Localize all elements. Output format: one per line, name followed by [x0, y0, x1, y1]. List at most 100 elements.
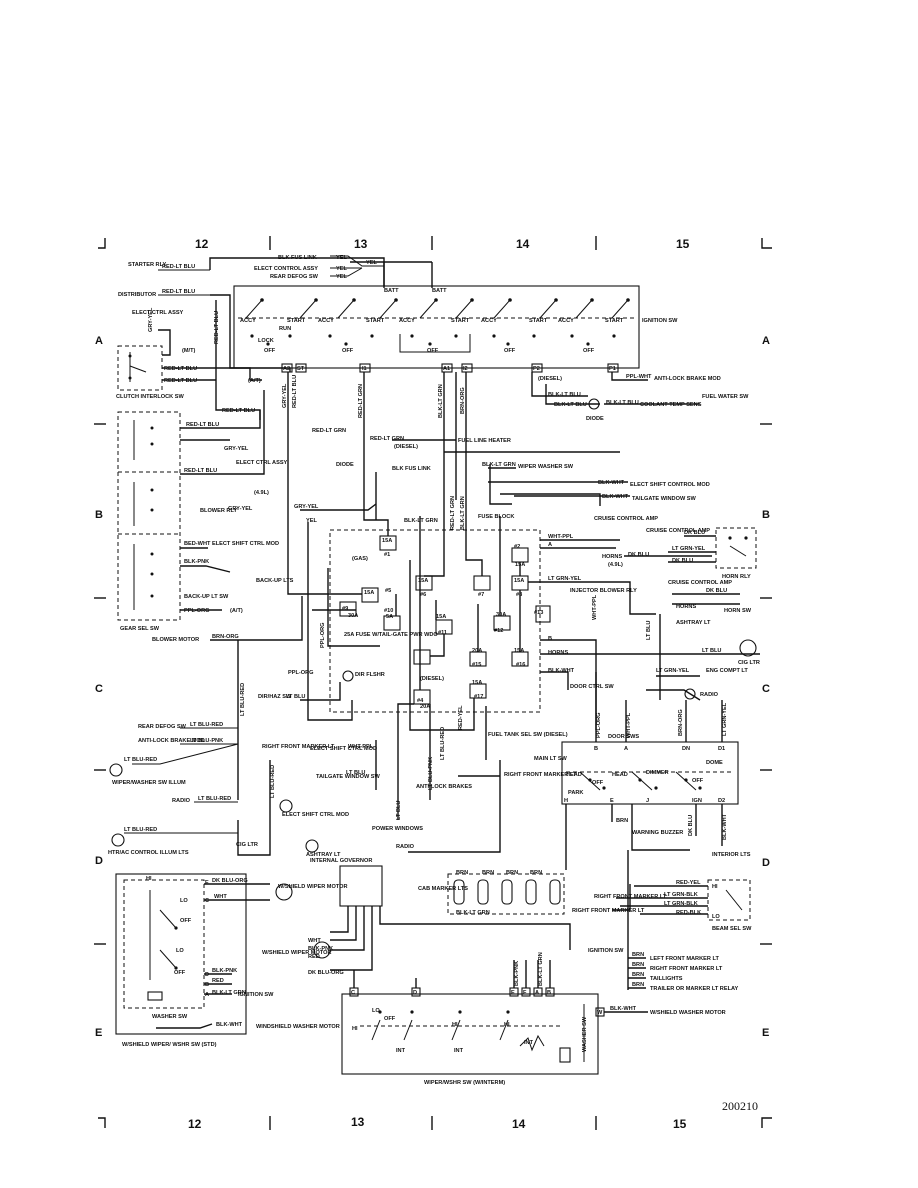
interm-wshield-washer-motor: W/SHIELD WASHER MOTOR [650, 1010, 726, 1016]
ignition-pos-accy-3: ACCY [399, 318, 415, 324]
main-lt-term-ign: IGN [692, 798, 702, 804]
std-windshield-washer-motor: WINDSHIELD WASHER MOTOR [256, 1024, 340, 1030]
ignition-term-i2: I2 [463, 366, 468, 372]
left-dest-elect-ctrl-assy-1: ELECT CTRL ASSY [132, 310, 184, 316]
horn-wire-yel-lt-blu: DK BLU [672, 558, 693, 564]
std-term-b: B [205, 982, 209, 988]
lt-blu-vertical: LT BLU [646, 621, 652, 640]
left-dest-elect-ctrl-assy-2: ELECT CTRL ASSY [236, 460, 288, 466]
main-lt-sw-label: MAIN LT SW [534, 756, 568, 762]
main-lt-pos-off-1: OFF [592, 780, 604, 786]
left-wire-brn-org: BRN-ORG [212, 634, 239, 640]
std-wire-red: RED [212, 978, 224, 984]
interm-wire-blk-wht: BLK-WHT [610, 1006, 637, 1012]
left-wire-lt-blu-red-4: LT BLU-RED [124, 827, 157, 833]
fuse-13-id: #13 [534, 610, 543, 616]
marker-wire-brn-1: BRN [632, 952, 644, 958]
ignition-pos-accy-2: ACCY [318, 318, 334, 324]
interm-pos-hi-2: HI [452, 1022, 458, 1028]
left-wire-gry-yel-3: GRY-YEL [228, 506, 253, 512]
main-lt-term-d1: D1 [718, 746, 725, 752]
interm-term-f: F [523, 990, 527, 996]
cab-wire-blk-1: BLK-LT GRN [456, 910, 490, 916]
std-term-d: D [205, 972, 209, 978]
left-dest-at-2: (A/T) [230, 608, 243, 614]
right-dest-cruise-control-amp: CRUISE CONTROL AMP [594, 516, 658, 522]
left-wire-blk-pnk: BLK-PNK [184, 559, 209, 565]
left-dest-blower-motor: BLOWER MOTOR [152, 637, 199, 643]
horn-wire-yel-lt-grn: LT GRN-YEL [672, 546, 706, 552]
left-dest-htr-ac-control: HTR/AC CONTROL ILLUM LTS [108, 850, 189, 856]
main-lt-wire-yel-lt-blu: DK BLU [688, 815, 694, 836]
grid-ticks [94, 236, 772, 1130]
cab-wire-brn-2: BRN [482, 870, 494, 876]
main-lt-term-h: H [564, 798, 568, 804]
grid-col-top-15: 15 [676, 237, 690, 251]
interm-pos-lo: LO [372, 1008, 380, 1014]
left-wire-ppl-org: PPL-ORG [184, 608, 209, 614]
main-lt-term-e: E [610, 798, 614, 804]
mid-elect-shift-4wd: ELECT SHIFT CTRL MOD [282, 812, 349, 818]
left-wire-ppl-org-2: PPL-ORG [288, 670, 313, 676]
std-ign-sw: IGNITION SW [238, 992, 274, 998]
warning-buzzer-label: WARNING BUZZER [632, 830, 683, 836]
fuse-16-rating: 15A [514, 648, 524, 654]
left-dest-at-1: (A/T) [248, 378, 261, 384]
top-feed-wires [330, 255, 384, 277]
fuse-2-id: #2 [514, 544, 520, 550]
mid-radio-yel-blk: RADIO [396, 844, 415, 850]
right-radio-label: RADIO [700, 692, 719, 698]
left-wire-lt-blu: LT BLU [286, 694, 305, 700]
interm-term-w: W [597, 1010, 603, 1016]
fuse-12-rating: 30A [496, 612, 506, 618]
fuse-block-wiring [287, 372, 760, 820]
ashtray-wire-lt-blu: LT BLU [702, 648, 721, 654]
left-wire-lt-blu-pnk: LT BLU-PNK [190, 738, 223, 744]
fuse-15-id: #15 [472, 662, 481, 668]
fuse-7-id: #7 [478, 592, 484, 598]
marker-wire-brn-4: BRN [632, 982, 644, 988]
lt-blu-red-bus [237, 640, 271, 856]
marker-dest-left-front: LEFT FRONT MARKER LT [650, 956, 719, 962]
beam-wire-lt-grn-blk-2: LT GRN-BLK [664, 901, 698, 907]
left-dest-back-up-lt-sw: BACK-UP LT SW [184, 594, 229, 600]
fuse-17-rating: 15A [472, 680, 482, 686]
fuse-4-rating: 20A [420, 704, 430, 710]
interm-term-d: D [413, 990, 417, 996]
right-wire-lt-grn-yel-2: LT GRN-YEL [656, 668, 690, 674]
top-wire-yel-2: YEL [336, 266, 347, 272]
ignition-pos-accy-4: ACCY [481, 318, 497, 324]
ignition-pos-off-3: OFF [427, 348, 439, 354]
ignition-term-a1: A1 [443, 366, 450, 372]
horn-rly-label: HORN RLY [722, 574, 751, 580]
gear-select-switch [117, 390, 265, 621]
right-wire-blk-wht-2: BLK-WHT [602, 494, 629, 500]
ign-sw-label-2: IGNITION SW [588, 948, 624, 954]
left-dest-distributor: DISTRIBUTOR [118, 292, 156, 298]
std-term-c: C [205, 898, 209, 904]
top-wire-yel-3: YEL [336, 274, 347, 280]
fuse-6-rating: 15A [418, 578, 428, 584]
beam-wire-lt-grn-blk-1: LT GRN-BLK [664, 892, 698, 898]
main-lt-pos-dome: DOME [706, 760, 723, 766]
interm-pos-hi-1: HI [352, 1026, 358, 1032]
cab-marker-lights [447, 873, 565, 915]
marker-dest-right-front: RIGHT FRONT MARKER LT [650, 966, 723, 972]
fuse-9-id: #9 [342, 606, 348, 612]
wiper-washer-illum-bulb [109, 763, 123, 777]
std-pos-off-2: OFF [174, 970, 186, 976]
mid-tailgate-window-sw: TAILGATE WINDOW SW [316, 774, 381, 780]
vwire-blk-lt-grn-2: BLK-LT GRN [460, 496, 466, 530]
right-wires-top [531, 372, 700, 410]
vwire-lt-blu-org: PPL-ORG [320, 623, 326, 648]
main-lt-wire-brn: BRN [616, 818, 628, 824]
elect-shift-4wd-bulb [279, 799, 293, 813]
grid-row-right-a: A [762, 335, 770, 347]
right-wire-yel-lt-blu: HORNS [548, 650, 568, 656]
right-wire-lt-grn-yel: LT GRN-YEL [548, 576, 582, 582]
ignition-term-st: ST [297, 366, 305, 372]
std-wire-dk-blu-org: DK BLU-ORG [212, 878, 248, 884]
mid-label-hego-sens: DIODE [336, 462, 354, 468]
fuse-11-rating: 15A [436, 614, 446, 620]
left-feed-wires-c [132, 727, 239, 765]
